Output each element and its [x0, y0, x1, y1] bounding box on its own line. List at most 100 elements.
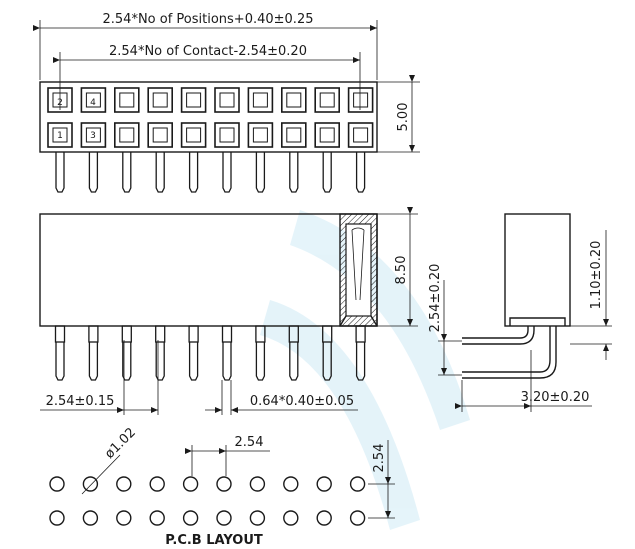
pcb-hole — [216, 510, 232, 526]
top-pin — [289, 152, 299, 193]
contact-cell-inner — [119, 127, 135, 143]
contact-cell-outer — [80, 122, 107, 148]
pcb-hole — [349, 510, 366, 526]
contact-cell-inner — [85, 92, 101, 108]
top-pin — [222, 152, 232, 193]
front-pin — [188, 342, 199, 381]
pcb-hole — [82, 476, 99, 492]
side-view: 2.54±0.20 1.10±0.20 3.20±0.20 — [428, 213, 612, 412]
contact-cell-outer — [180, 122, 207, 148]
top-view-pins — [55, 152, 366, 193]
pcb-hole — [283, 510, 299, 526]
top-view: 2.54*No of Positions+0.40±0.25 2.54*No o… — [33, 12, 420, 193]
pcb-layout-title: P.C.B LAYOUT — [165, 533, 263, 548]
top-pin — [55, 152, 65, 193]
watermark-logo — [260, 210, 470, 530]
tail-height-label: 2.54±0.20 — [428, 264, 443, 333]
contact-cell-outer — [280, 122, 307, 148]
pcb-hole — [182, 476, 199, 492]
contact-cell-inner — [252, 92, 268, 108]
pcb-hole — [49, 476, 65, 492]
pcb-hole — [149, 476, 165, 492]
pin-size-label: 0.64*0.40±0.05 — [250, 394, 354, 409]
pcb-hole — [249, 510, 266, 526]
front-pin-collar — [88, 325, 99, 343]
front-pin — [88, 342, 99, 381]
contact-cell-outer — [347, 122, 374, 148]
top-pin — [322, 152, 332, 193]
front-pin — [155, 342, 165, 381]
contact-cell-inner — [319, 127, 335, 143]
pcb-hole — [316, 510, 332, 526]
top-pin — [255, 152, 266, 193]
contact-cell-outer — [47, 87, 73, 113]
side-height-label: 1.10±0.20 — [589, 241, 604, 310]
contact-cell-outer — [114, 87, 140, 113]
contact-cell-outer — [47, 122, 73, 148]
contact-cell-outer — [347, 87, 374, 113]
front-pin — [122, 342, 132, 381]
contact-cell-inner — [286, 127, 302, 143]
overall-length-label: 2.54*No of Positions+0.40±0.25 — [103, 12, 314, 27]
front-pin-collar — [155, 325, 166, 343]
pin-number-3: 3 — [90, 131, 96, 141]
contact-cell-outer — [80, 87, 107, 113]
contact-cell-inner — [353, 127, 369, 143]
top-pin — [88, 152, 99, 193]
contact-cell-outer — [280, 87, 307, 113]
contact-span-label: 2.54*No of Contact-2.54±0.20 — [109, 44, 307, 59]
front-pin-collar — [355, 325, 366, 343]
contact-cell-outer — [180, 87, 207, 113]
contact-cell-outer — [314, 122, 341, 148]
pcb-hole — [283, 476, 299, 492]
contact-cell-outer — [114, 122, 140, 148]
front-pin-collar — [288, 325, 299, 343]
contact-cell-inner — [319, 92, 335, 108]
pcb-holes — [49, 476, 366, 526]
contact-cell-outer — [247, 122, 274, 148]
front-pin — [55, 342, 65, 381]
contact-cell-outer — [247, 87, 274, 113]
side-offset-label: 3.20±0.20 — [521, 390, 590, 405]
pcb-hole — [249, 476, 266, 492]
pcb-layout: ø1.02 2.54 2.54 P.C.B LAYOUT — [49, 425, 395, 548]
pcb-pitch-x-label: 2.54 — [235, 435, 264, 450]
contact-cell-outer — [214, 122, 240, 148]
pitch-front-label: 2.54±0.15 — [46, 394, 115, 409]
front-pin — [222, 342, 232, 381]
contact-cell-inner — [186, 92, 202, 108]
contact-cell-inner — [52, 127, 68, 143]
pcb-hole — [216, 476, 232, 492]
front-pin — [355, 342, 366, 381]
front-pin-collar — [121, 325, 132, 343]
height-8-50-label: 8.50 — [394, 256, 409, 285]
top-pin — [188, 152, 199, 193]
contact-cell-outer — [147, 122, 173, 148]
front-view-pins — [54, 325, 366, 381]
height-5-label: 5.00 — [396, 103, 411, 132]
pcb-hole — [149, 510, 165, 526]
front-pin — [322, 342, 332, 381]
pcb-hole — [349, 476, 366, 492]
pcb-hole — [49, 510, 65, 526]
pcb-hole — [116, 476, 132, 492]
pcb-hole — [82, 510, 99, 526]
contact-cell-outer — [214, 87, 240, 113]
pin-number-2: 2 — [57, 98, 63, 108]
top-contact-cells — [47, 87, 374, 148]
pcb-hole — [316, 476, 332, 492]
contact-cell-inner — [286, 92, 302, 108]
pin-number-4: 4 — [90, 98, 96, 108]
contact-cell-inner — [152, 127, 168, 143]
contact-cell-inner — [85, 127, 101, 143]
contact-cell-inner — [219, 92, 235, 108]
contact-cell-inner — [252, 127, 268, 143]
top-pin — [355, 152, 366, 193]
front-pin-collar — [188, 325, 199, 343]
front-pin — [289, 342, 299, 381]
contact-cell-inner — [186, 127, 202, 143]
pin-number-1: 1 — [57, 131, 63, 141]
hole-diameter-label: ø1.02 — [102, 425, 139, 462]
pcb-hole — [116, 510, 132, 526]
